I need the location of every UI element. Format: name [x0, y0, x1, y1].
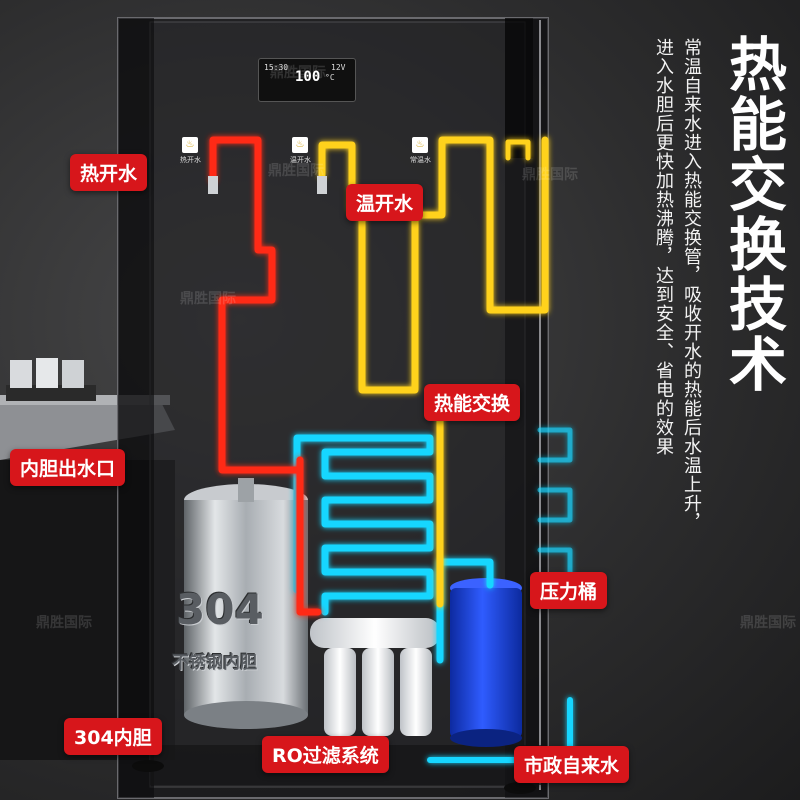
watermark: 鼎胜国际: [740, 615, 796, 631]
callout-hot-water: 热开水: [70, 154, 148, 191]
cup-tray: [6, 358, 96, 401]
display-temperature: 100: [295, 69, 321, 85]
watermark: 鼎胜国际: [522, 167, 578, 183]
control-display: 15:30 12V 100 °C: [258, 58, 356, 102]
display-unit: °C: [325, 73, 335, 82]
pressure-tank: [450, 578, 522, 747]
page-title: 热能交换技术: [719, 34, 787, 394]
watermark: 鼎胜国际: [268, 163, 324, 179]
description-line-2: 进入水胆后更快加热沸腾，达到安全、省电的效果: [653, 38, 674, 456]
ro-filter-system: [310, 618, 440, 736]
display-voltage: 12V: [331, 63, 346, 72]
callout-ro-filter: RO过滤系统: [262, 736, 389, 773]
callout-tank-outlet: 内胆出水口: [10, 449, 126, 486]
description-line-1: 常温自来水进入热能交换管，吸收开水的热能后水温上升，: [681, 38, 702, 532]
tank-number: 304: [176, 585, 264, 634]
stainless-tank: [184, 478, 308, 729]
watermark: 鼎胜国际: [36, 615, 92, 631]
display-time: 15:30: [264, 63, 289, 72]
tap-label-hot: 热开水: [180, 156, 201, 164]
tank-caption: 不锈钢内胆: [172, 653, 257, 673]
callout-pressure-tank: 压力桶: [530, 572, 608, 609]
watermark: 鼎胜国际: [180, 291, 236, 307]
warm-water-pipe: [318, 136, 549, 608]
normal-water-icon[interactable]: ♨: [412, 137, 428, 153]
warm-water-icon[interactable]: ♨: [292, 137, 308, 153]
spouts: [208, 176, 327, 194]
tap-label-normal: 常温水: [410, 156, 431, 164]
callout-heat-exchange: 热能交换: [424, 384, 521, 421]
watermark: 鼎胜国际: [270, 65, 326, 81]
tap-label-warm: 温开水: [290, 156, 311, 164]
callout-304-tank: 304内胆: [64, 718, 162, 755]
hot-water-pipe: [209, 136, 322, 616]
hot-water-icon[interactable]: ♨: [182, 137, 198, 153]
callout-warm-water: 温开水: [346, 184, 424, 221]
callout-tap-water: 市政自来水: [514, 746, 630, 783]
